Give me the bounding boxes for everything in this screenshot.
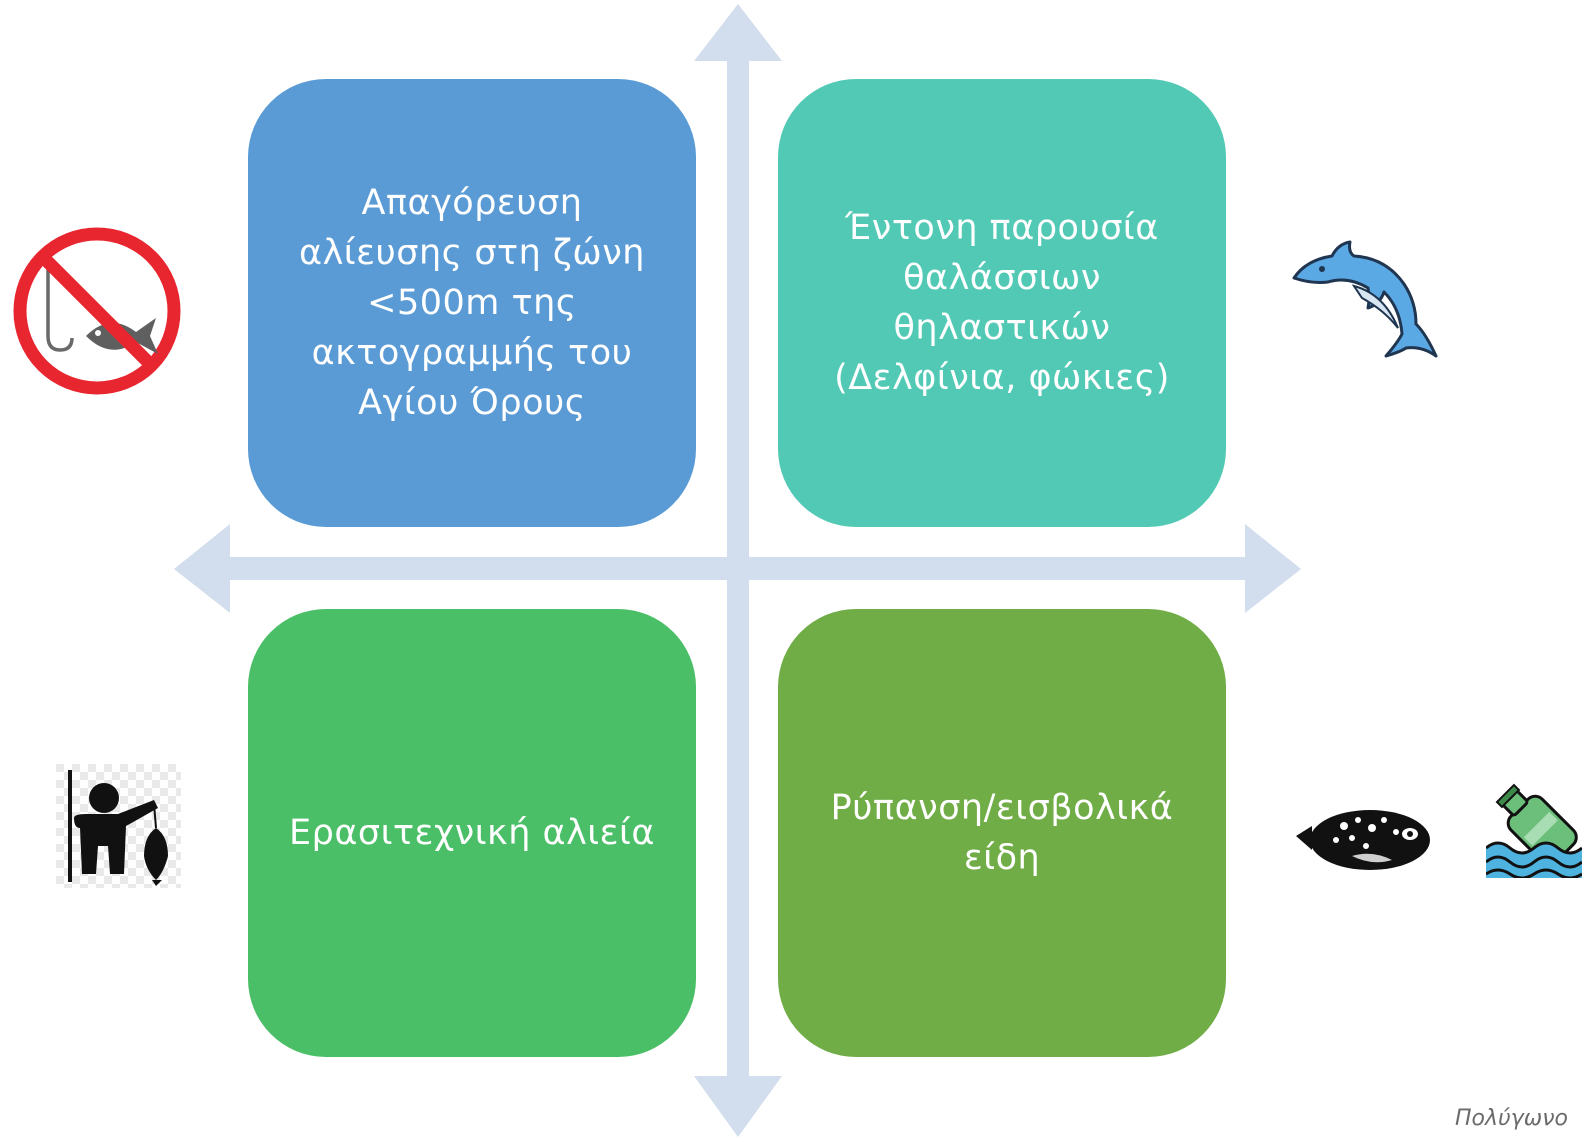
quadrant-recreational-fishing-text: Ερασιτεχνική αλιεία	[289, 813, 655, 853]
no-fishing-icon	[13, 227, 181, 395]
horizontal-axis-arrow	[174, 524, 1301, 613]
dolphin-icon	[1292, 240, 1438, 358]
quadrant-pollution-invasive-text: Ρύπανση/εισβολικά είδη	[830, 788, 1174, 878]
quadrant-marine-mammals-text: Έντονη παρουσία θαλάσσιων θηλαστικών (Δε…	[834, 208, 1170, 398]
quadrant-pollution-invasive: Ρύπανση/εισβολικά είδη	[778, 609, 1226, 1057]
quadrant-marine-mammals: Έντονη παρουσία θαλάσσιων θηλαστικών (Δε…	[778, 79, 1226, 527]
pufferfish-icon	[1296, 810, 1430, 870]
angler-icon	[56, 764, 181, 888]
quadrant-fishing-ban: Απαγόρευση αλίευσης στη ζώνη <500m της α…	[248, 79, 696, 527]
floating-bottle-icon	[1486, 783, 1582, 878]
caption-text: Πολύγωνο	[1455, 1106, 1568, 1131]
quadrant-recreational-fishing: Ερασιτεχνική αλιεία	[248, 609, 696, 1057]
axis-arrows	[174, 4, 1301, 1137]
quadrant-fishing-ban-text: Απαγόρευση αλίευσης στη ζώνη <500m της α…	[299, 183, 645, 423]
